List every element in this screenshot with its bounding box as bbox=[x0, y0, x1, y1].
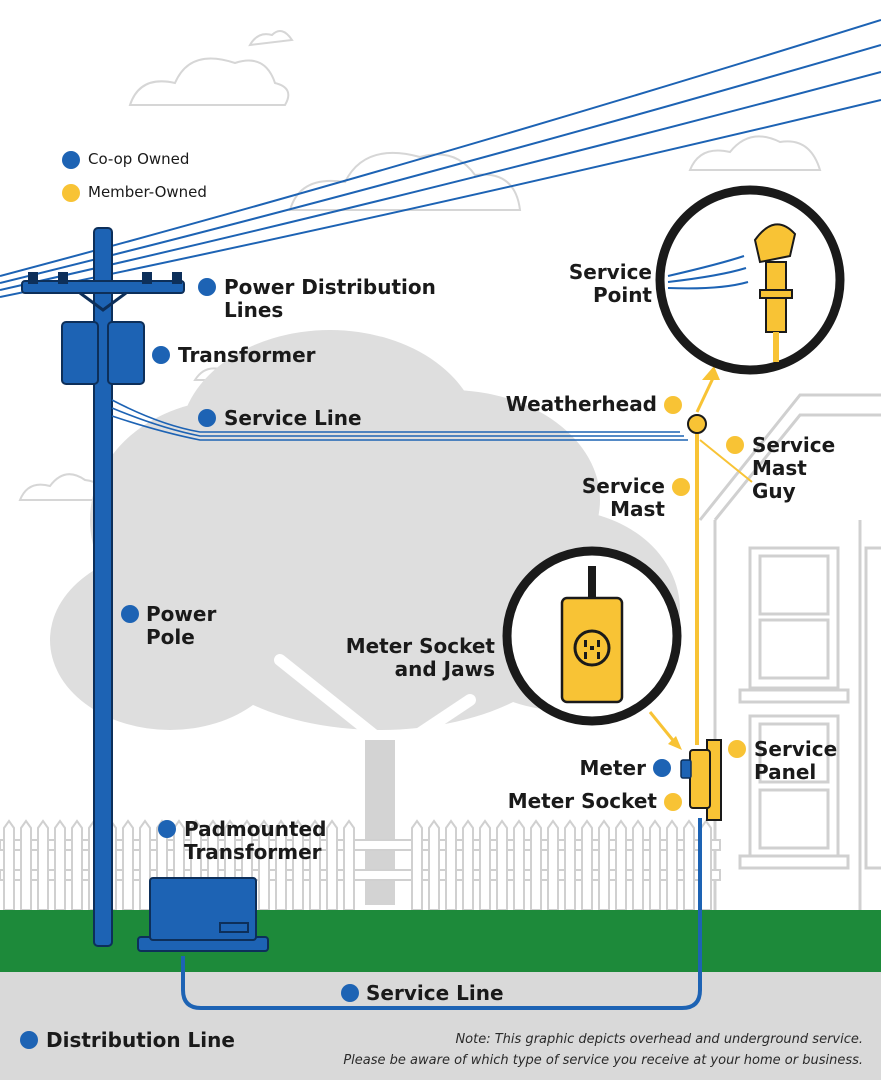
distribution-line-label: Distribution Line bbox=[46, 1028, 235, 1052]
service-point-inset bbox=[655, 185, 845, 375]
fence-picket bbox=[615, 819, 627, 911]
fence-picket bbox=[700, 819, 712, 911]
fence-picket bbox=[122, 819, 134, 911]
legend-member-label: Member-Owned bbox=[88, 183, 207, 201]
note-line-1: Note: This graphic depicts overhead and … bbox=[455, 1032, 863, 1047]
fence-picket bbox=[20, 819, 32, 911]
fence bbox=[0, 839, 721, 881]
fence-picket bbox=[598, 819, 610, 911]
service-mast-dot bbox=[672, 478, 690, 496]
weatherhead-label: Weatherhead bbox=[505, 392, 657, 416]
fence-picket bbox=[326, 819, 338, 911]
fence-picket bbox=[547, 819, 559, 911]
service-mast-guy-dot bbox=[726, 436, 744, 454]
fence-picket bbox=[3, 819, 15, 911]
legend-coop-dot bbox=[62, 151, 80, 169]
fence-picket bbox=[666, 819, 678, 911]
fence-picket bbox=[343, 819, 355, 911]
service-mast-art bbox=[687, 366, 753, 745]
fence-picket bbox=[462, 819, 474, 911]
service-line-underground-dot bbox=[341, 984, 359, 1002]
power-pole-art bbox=[21, 227, 185, 947]
transformer-dot bbox=[152, 346, 170, 364]
fence-picket bbox=[139, 819, 151, 911]
ground bbox=[0, 972, 881, 1080]
padmounted-transformer-dot bbox=[158, 820, 176, 838]
fence-picket bbox=[428, 819, 440, 911]
fence-picket bbox=[513, 819, 525, 911]
fence-picket bbox=[581, 819, 593, 911]
meter-socket-label: Meter Socket bbox=[507, 789, 657, 813]
meter-socket-dot bbox=[664, 793, 682, 811]
fence-picket bbox=[564, 819, 576, 911]
legend-member-dot bbox=[62, 184, 80, 202]
power-distribution-lines-dot bbox=[198, 278, 216, 296]
fence-picket bbox=[54, 819, 66, 911]
service-line-overhead-label: Service Line bbox=[224, 406, 362, 430]
legend-coop-label: Co-op Owned bbox=[88, 150, 190, 168]
meter-label: Meter bbox=[579, 756, 646, 780]
fence-picket bbox=[632, 819, 644, 911]
meter-socket-inset bbox=[502, 546, 682, 750]
distribution-wires bbox=[0, 19, 881, 298]
fence-picket bbox=[649, 819, 661, 911]
fence-picket bbox=[71, 819, 83, 911]
fence-picket bbox=[445, 819, 457, 911]
transformer-label: Transformer bbox=[178, 343, 316, 367]
fence-picket bbox=[479, 819, 491, 911]
fence-picket bbox=[496, 819, 508, 911]
weatherhead-dot bbox=[664, 396, 682, 414]
fence-picket bbox=[411, 819, 423, 911]
fence-pickets bbox=[3, 819, 712, 911]
grass bbox=[0, 910, 881, 972]
meter-dot bbox=[653, 759, 671, 777]
fence-picket bbox=[530, 819, 542, 911]
fence-picket bbox=[37, 819, 49, 911]
service-line-overhead-dot bbox=[198, 409, 216, 427]
power-pole-dot bbox=[121, 605, 139, 623]
service-line-overhead bbox=[111, 399, 688, 441]
service-line-underground bbox=[181, 818, 702, 1010]
note-line-2: Please be aware of which type of service… bbox=[343, 1053, 863, 1068]
padmounted-transformer-art bbox=[137, 877, 269, 952]
service-type-note: Note: This graphic depicts overhead and … bbox=[343, 1029, 863, 1071]
distribution-line-dot bbox=[20, 1031, 38, 1049]
fence-picket bbox=[683, 819, 695, 911]
service-panel-dot bbox=[728, 740, 746, 758]
service-line-underground-label: Service Line bbox=[366, 981, 504, 1005]
service-panel-art bbox=[680, 739, 722, 821]
